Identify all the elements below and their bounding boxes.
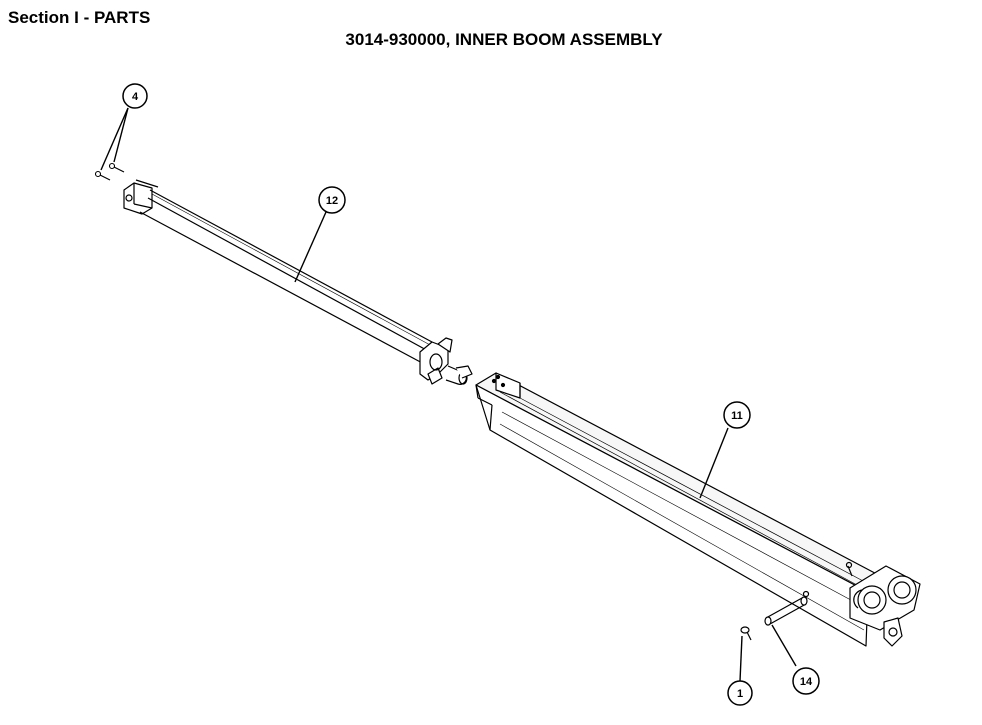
page-title: 3014-930000, INNER BOOM ASSEMBLY <box>0 30 982 50</box>
inner-boom-top-face <box>475 372 889 593</box>
callout-4-label: 4 <box>132 91 139 103</box>
callout-12: 12 <box>318 186 346 214</box>
cylinder-barrel-bottom <box>139 211 427 366</box>
inner-boom-side-face <box>475 384 869 647</box>
callout-14-label: 14 <box>800 676 813 688</box>
callout-1: 1 <box>727 680 753 706</box>
page-title-text: 3014-930000, INNER BOOM ASSEMBLY <box>345 30 663 49</box>
cap-screws <box>94 162 125 181</box>
section-heading: Section I - PARTS <box>8 8 151 27</box>
cylinder-trunnion <box>419 341 449 381</box>
callout-11: 11 <box>723 401 751 429</box>
leader-lines <box>100 107 797 682</box>
callout-12-label: 12 <box>326 195 338 207</box>
boom-pin <box>764 596 808 626</box>
inner-boom <box>475 372 921 647</box>
extension-cylinder <box>123 179 473 385</box>
cylinder-barrel-top <box>149 189 433 343</box>
boom-head-sheaves <box>845 561 921 647</box>
callout-14: 14 <box>792 667 820 695</box>
callout-11-label: 11 <box>731 410 743 422</box>
callout-4: 4 <box>122 83 148 109</box>
callout-1-label: 1 <box>737 688 743 700</box>
retaining-screw <box>740 626 752 641</box>
